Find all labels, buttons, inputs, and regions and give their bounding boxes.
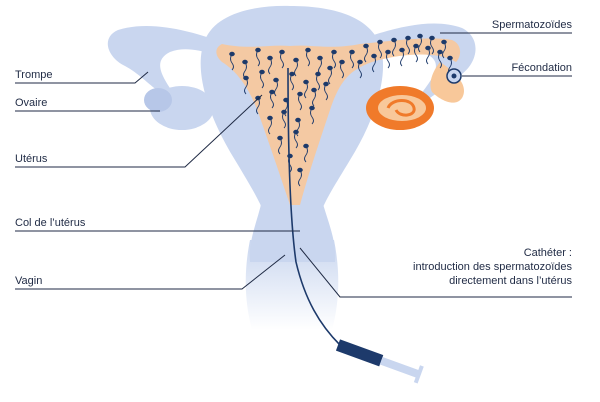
sperm-tail: [294, 131, 298, 149]
sperm-tail: [260, 71, 264, 89]
sperm-tail: [386, 51, 390, 69]
sperm-tail: [378, 41, 382, 59]
sperm-tail: [280, 51, 284, 69]
sperm-tail: [328, 67, 332, 85]
label-uterus: Utérus: [15, 153, 48, 165]
spermatozoa: [229, 33, 453, 187]
right-ovary-follicle: [378, 95, 426, 121]
right-fimbriae: [430, 62, 464, 103]
label-catheter-2: introduction des spermatozoïdes: [413, 261, 572, 273]
fertilization-sperm-head: [451, 73, 457, 79]
sperm-tail: [358, 61, 362, 79]
catheter-tube: [287, 67, 341, 346]
sperm-tail: [268, 117, 272, 135]
left-fimbriae: [144, 88, 172, 112]
sperm-tail: [406, 37, 410, 55]
sperm-tail: [306, 49, 310, 67]
sperm-tail: [312, 89, 316, 107]
sperm-tail: [304, 145, 308, 163]
leader-lines: [15, 32, 572, 298]
sperm-tail: [274, 79, 278, 97]
sperm-tail: [230, 53, 234, 71]
sperm-tail: [278, 137, 282, 155]
leader-trompe: [15, 71, 149, 84]
right-ovary-swirl: [386, 99, 416, 117]
sperm-tail: [414, 45, 418, 63]
label-ovaire: Ovaire: [15, 97, 48, 109]
sperm-tail: [270, 91, 274, 109]
vagina: [245, 240, 339, 330]
sperm-tail: [243, 61, 247, 79]
sperm-tail: [316, 73, 320, 91]
sperm-tail: [304, 81, 308, 99]
label-spermatozoides: Spermatozoïdes: [491, 19, 572, 31]
sperm-tail: [392, 39, 396, 57]
sperm-tail: [324, 83, 328, 101]
sperm-tail: [282, 111, 286, 129]
left-fallopian-tube: [107, 25, 235, 96]
label-fecondation: Fécondation: [511, 62, 572, 74]
sperm-tail: [400, 49, 404, 67]
sperm-tail: [298, 93, 302, 111]
sperm-tail: [364, 45, 368, 63]
syringe: [335, 339, 424, 384]
sperm-tail: [284, 99, 288, 117]
label-trompe: Trompe: [15, 69, 53, 81]
sperm-tail: [372, 55, 376, 73]
label-vagin: Vagin: [15, 275, 43, 287]
sperm-tail: [332, 51, 336, 69]
sperm-tail: [350, 51, 354, 69]
label-catheter-3: directement dans l’utérus: [449, 275, 572, 287]
sperm-tail: [244, 77, 248, 95]
sperm-tail: [256, 49, 260, 67]
sperm-tail: [426, 47, 430, 65]
sperm-tail: [296, 119, 300, 137]
sperm-tail: [290, 73, 294, 91]
sperm-tail: [442, 41, 446, 59]
sperm-tail: [438, 51, 442, 69]
leader-catheter: [299, 247, 572, 298]
sperm-tail: [268, 57, 272, 75]
leader-vagin: [15, 254, 286, 290]
label-col: Col de l’utérus: [15, 217, 86, 229]
leader-uterus: [15, 94, 263, 168]
sperm-tail: [340, 61, 344, 79]
sperm-tail: [310, 107, 314, 125]
sperm-tail: [418, 35, 422, 53]
sperm-tail: [298, 169, 302, 187]
sperm-tail: [430, 37, 434, 55]
label-catheter-1: Cathéter :: [523, 247, 572, 259]
sperm-tail: [256, 97, 260, 115]
